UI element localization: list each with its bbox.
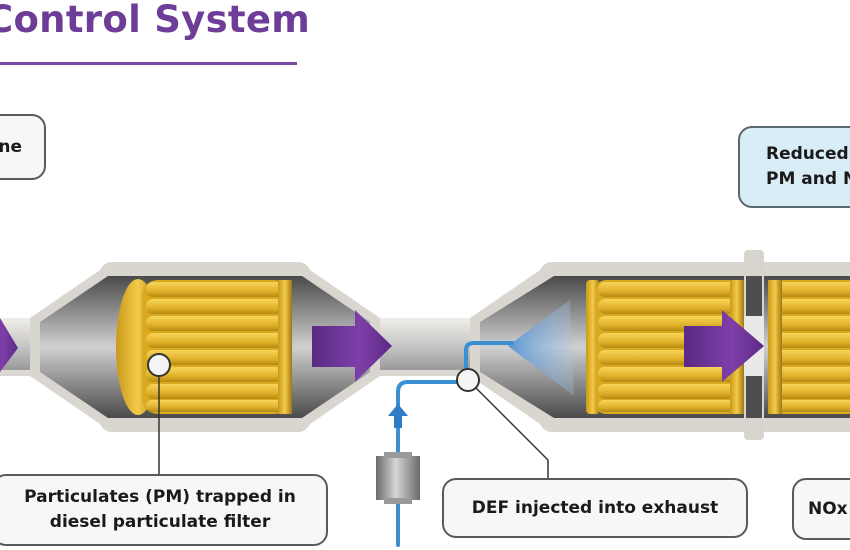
callout-dpf: Particulates (PM) trapped in diesel part… xyxy=(0,474,328,546)
def-leader-line xyxy=(475,387,549,478)
callout-nox: NOx xyxy=(792,478,850,540)
scr-catalyst xyxy=(470,250,850,440)
flow-arrow-mid xyxy=(312,310,392,382)
def-supply-line xyxy=(396,341,514,547)
flow-arrow-in xyxy=(0,318,18,372)
flow-arrow-scr xyxy=(684,310,764,382)
callout-reduced-line2: PM and N xyxy=(766,169,850,189)
callout-dpf-line2: diesel particulate filter xyxy=(49,512,271,532)
callout-reduced-emissions: Reduced PM and N xyxy=(738,126,850,208)
def-injector-marker xyxy=(456,368,480,392)
page-title: Control System xyxy=(0,0,311,41)
dpf-marker xyxy=(147,353,171,377)
title-underline xyxy=(0,62,297,65)
callout-engine-text: ne xyxy=(0,136,22,157)
callout-def-text: DEF injected into exhaust xyxy=(471,497,719,518)
callout-engine: ne xyxy=(0,114,46,180)
callout-reduced-line1: Reduced xyxy=(766,144,849,164)
callout-nox-text: NOx xyxy=(808,498,848,519)
callout-def: DEF injected into exhaust xyxy=(442,478,748,538)
diesel-particulate-filter xyxy=(30,262,380,432)
dpf-filter-element xyxy=(142,280,292,414)
def-pump xyxy=(376,452,420,504)
scr-filter-element-2 xyxy=(782,280,850,414)
callout-dpf-line1: Particulates (PM) trapped in xyxy=(24,487,296,507)
def-spray xyxy=(508,300,574,396)
def-flow-arrow-icon xyxy=(388,404,408,428)
